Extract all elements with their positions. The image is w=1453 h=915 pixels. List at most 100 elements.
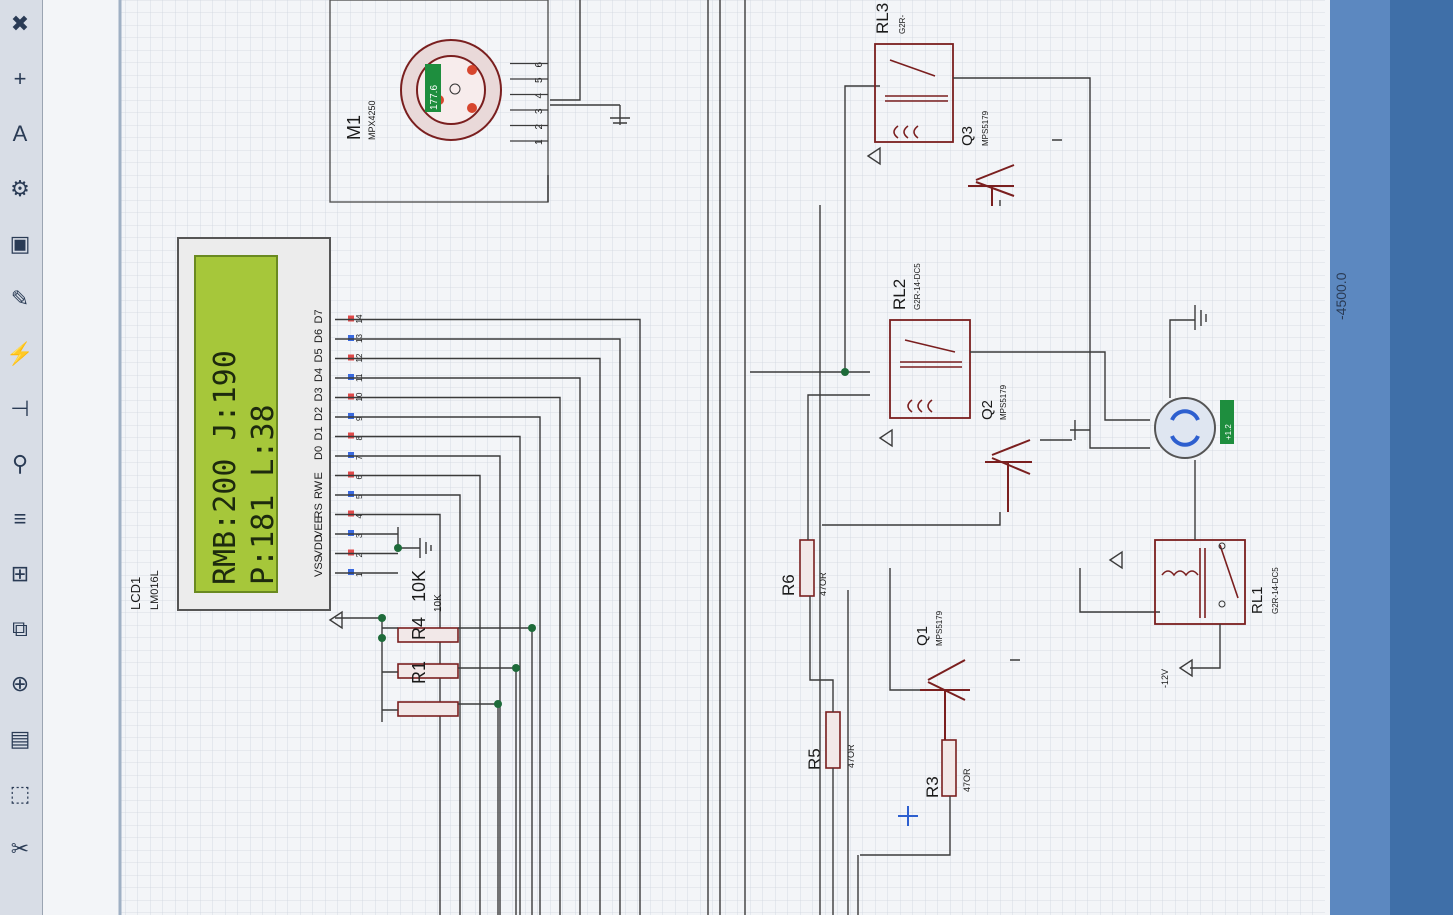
wire-label-icon[interactable]: ⊞ bbox=[10, 561, 30, 586]
bus-wire bbox=[335, 357, 601, 915]
delete-icon[interactable]: ✖ bbox=[10, 11, 30, 36]
rl3-part: G2R- bbox=[898, 15, 907, 34]
driver-circuit[interactable]: R5 47OR R6 47OR R3 47OR Q1 MPS5179 Q2 MP… bbox=[707, 0, 1160, 915]
virtual-instrument-icon[interactable]: ⚲ bbox=[11, 451, 29, 476]
pin-marker bbox=[348, 354, 354, 361]
lcd-pin-label: VDD bbox=[313, 534, 325, 557]
relay-bank[interactable]: RL1 G2R-14-DC5 RL2 G2R-14-DC5 RL3 G2R- -… bbox=[866, 3, 1280, 688]
bus-wire bbox=[335, 416, 541, 915]
pullup-resistors[interactable]: R4 10K R1 10K bbox=[328, 527, 536, 915]
r1-value: 10K bbox=[433, 594, 444, 612]
lcd-pin-label: VEE bbox=[313, 516, 325, 538]
text-icon[interactable]: A bbox=[12, 121, 28, 146]
lcd-pin-label: D1 bbox=[313, 426, 325, 440]
lcd-bus-wires bbox=[335, 318, 641, 915]
lcd-pin-number: 6 bbox=[355, 475, 364, 480]
pin-marker bbox=[348, 471, 354, 478]
cut-icon[interactable]: ✂ bbox=[10, 836, 30, 861]
q1-ref: Q1 bbox=[914, 626, 931, 646]
crosshair-cursor-icon bbox=[898, 806, 918, 826]
r6-value: 47OR bbox=[818, 572, 828, 596]
pin-marker bbox=[348, 530, 354, 536]
sensor-part: MPX4250 bbox=[367, 100, 377, 140]
lcd-pin-number: 2 bbox=[355, 553, 364, 558]
pick-device-icon[interactable]: ⚙ bbox=[10, 176, 30, 201]
lcd-pin-number: 5 bbox=[355, 494, 364, 499]
bus-wire bbox=[335, 474, 481, 915]
lcd-pin-label: D3 bbox=[313, 387, 325, 401]
generator-icon[interactable]: ⚡ bbox=[6, 341, 34, 366]
lcd-pin-label: D2 bbox=[313, 407, 325, 421]
lcd-component[interactable]: RMB:200 J:190 P:181 L:38 LCD1 LM016L VSS… bbox=[128, 237, 364, 611]
coordinate-readout: -4500.0 bbox=[1333, 272, 1349, 320]
sensor-pin-number: 4 bbox=[534, 93, 545, 99]
bus-wire bbox=[335, 318, 641, 915]
lcd-pin-label: D0 bbox=[313, 446, 325, 460]
pin-marker bbox=[348, 491, 354, 497]
bus-wire bbox=[335, 435, 521, 915]
subcircuit-icon[interactable]: ⧉ bbox=[12, 616, 28, 641]
library-icon[interactable]: ▣ bbox=[9, 231, 31, 256]
r1-ref: R1 bbox=[409, 661, 429, 684]
power-label: -12V bbox=[1160, 669, 1170, 688]
sensor-pin-number: 1 bbox=[534, 139, 545, 145]
lcd-pin-label: D6 bbox=[313, 329, 325, 343]
lcd-pin-number: 8 bbox=[355, 436, 364, 441]
rl3-ref: RL3 bbox=[873, 3, 892, 34]
bus-wire bbox=[335, 338, 621, 915]
left-toolbar: ✖ + A ⚙ ▣ ✎ ⚡ ⊣ ⚲ ≡ ⊞ ⧉ ⊕ ▤ ⬚ ✂ bbox=[0, 0, 43, 915]
pin-marker bbox=[348, 393, 354, 400]
q1-part: MPS5179 bbox=[935, 610, 944, 646]
lcd-pin-label: RW bbox=[313, 480, 325, 499]
lcd-pin-label: VSS bbox=[313, 555, 325, 577]
sensor-pin-number: 2 bbox=[534, 124, 545, 130]
lcd-pin-label: E bbox=[313, 472, 325, 479]
r3-value: 47OR bbox=[962, 768, 972, 792]
q3-ref: Q3 bbox=[959, 126, 976, 146]
terminal-icon[interactable]: ⊣ bbox=[10, 396, 30, 421]
sensor-pin-number: 5 bbox=[534, 77, 545, 83]
sensor-readout: 177.6 bbox=[429, 85, 440, 110]
pin-marker bbox=[348, 549, 354, 556]
pin-marker bbox=[348, 413, 354, 419]
q3-part: MPS5179 bbox=[981, 110, 990, 146]
sensor-pin-number: 3 bbox=[534, 108, 545, 114]
bus-wire bbox=[335, 377, 581, 915]
lcd-line-1: RMB:200 J:190 bbox=[208, 350, 243, 585]
lcd-pin-number: 14 bbox=[355, 314, 364, 323]
add-component-icon[interactable]: + bbox=[13, 66, 27, 91]
lcd-line-2: P:181 L:38 bbox=[246, 404, 281, 585]
junction-icon[interactable]: ⊕ bbox=[10, 671, 30, 696]
r4-value: 10K bbox=[409, 570, 429, 602]
r5-ref: R5 bbox=[805, 748, 824, 770]
rl1-part: G2R-14-DC5 bbox=[1271, 567, 1280, 614]
q2-ref: Q2 bbox=[979, 400, 996, 420]
pin-marker bbox=[348, 315, 354, 322]
r3-ref: R3 bbox=[923, 776, 942, 798]
bus-wire bbox=[335, 513, 441, 915]
r6-ref: R6 bbox=[779, 574, 798, 596]
lcd-pin-number: 3 bbox=[355, 533, 364, 538]
lcd-pin-label: D7 bbox=[313, 309, 325, 323]
lcd-ref: LCD1 bbox=[128, 577, 143, 610]
window-edge bbox=[1330, 0, 1453, 915]
component-mode-icon[interactable]: ▤ bbox=[9, 726, 31, 751]
sensor-ref: M1 bbox=[344, 115, 364, 140]
pin-marker bbox=[348, 335, 354, 341]
bus-wire bbox=[335, 455, 501, 915]
probe-icon[interactable]: ✎ bbox=[10, 286, 30, 311]
lcd-part: LM016L bbox=[149, 570, 161, 610]
pin-marker bbox=[348, 510, 354, 517]
lcd-pin-number: 4 bbox=[355, 514, 364, 519]
pin-marker bbox=[348, 432, 354, 439]
bus-wire bbox=[335, 494, 461, 915]
selection-icon[interactable]: ⬚ bbox=[9, 781, 31, 806]
rl2-ref: RL2 bbox=[890, 279, 909, 310]
bus-icon[interactable]: ≡ bbox=[13, 506, 27, 531]
lcd-pin-number: 13 bbox=[355, 334, 364, 343]
lcd-pin-number: 1 bbox=[355, 572, 364, 577]
dc-motor[interactable]: +1.2 bbox=[1154, 305, 1234, 459]
lcd-pin-number: 7 bbox=[355, 455, 364, 460]
